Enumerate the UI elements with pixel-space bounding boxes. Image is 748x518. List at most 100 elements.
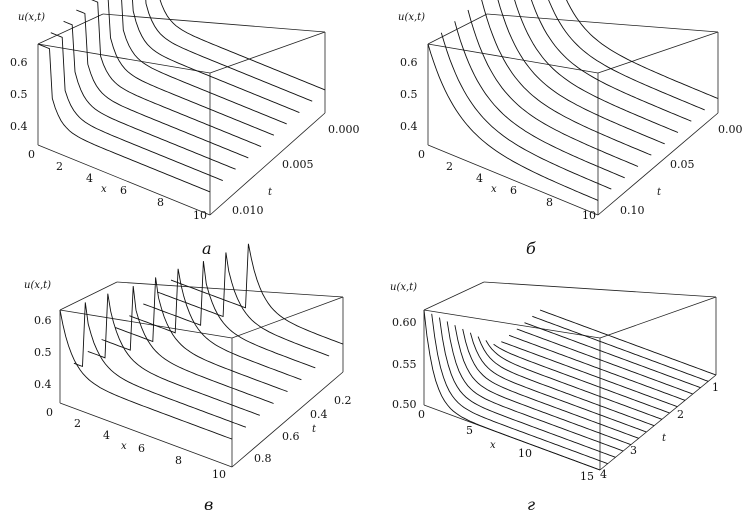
series-curve xyxy=(454,325,632,446)
series-curve xyxy=(493,343,670,414)
t-tick-label: 0.6 xyxy=(282,430,300,443)
series-curve xyxy=(454,21,625,179)
x-tick-label: 0 xyxy=(28,148,35,161)
series-curve xyxy=(566,0,719,99)
x-tick-label: 10 xyxy=(582,209,596,222)
x-tick-label: 0 xyxy=(418,408,425,421)
z-axis-label: u(x,t) xyxy=(24,280,51,291)
series-curve xyxy=(469,332,647,433)
series-curve xyxy=(514,0,679,133)
t-tick-label: 0.2 xyxy=(334,394,352,407)
x-tick-label: 5 xyxy=(466,424,473,437)
series-curve xyxy=(446,321,624,452)
x-tick-label: 8 xyxy=(157,196,164,209)
panel-b: u(x,t) 0.6 0.5 0.4 0 2 4 6 8 10 x 0.00 0… xyxy=(398,0,743,258)
series-curve xyxy=(59,309,233,440)
t-tick-label: 0.010 xyxy=(232,204,264,217)
t-tick-label: 0.00 xyxy=(718,123,743,136)
series-curve xyxy=(121,0,287,125)
series-curve xyxy=(548,0,705,111)
t-tick-label: 1 xyxy=(712,381,719,394)
series-curve xyxy=(107,0,275,136)
series-curve xyxy=(439,317,616,458)
x-tick-label: 2 xyxy=(446,160,453,173)
series-curve xyxy=(508,334,686,401)
series-curve xyxy=(477,336,655,427)
x-tick-label: 2 xyxy=(74,417,81,430)
z-tick-label: 0.6 xyxy=(10,56,28,69)
x-axis-label: x xyxy=(101,184,107,195)
z-tick-label: 0.4 xyxy=(34,378,52,391)
t-tick-label: 4 xyxy=(600,468,607,481)
series-curve xyxy=(427,43,599,201)
t-tick-label: 0.4 xyxy=(310,408,328,421)
x-tick-label: 10 xyxy=(518,447,532,460)
series-curve xyxy=(462,328,639,439)
z-tick-label: 0.4 xyxy=(10,120,28,133)
t-tick-label: 0.10 xyxy=(620,204,645,217)
x-tick-label: 15 xyxy=(580,470,594,483)
series-curve xyxy=(87,293,260,416)
x-tick-label: 0 xyxy=(418,148,425,161)
series-curve xyxy=(129,268,302,381)
x-tick-label: 10 xyxy=(193,209,207,222)
series-curve xyxy=(159,0,326,91)
z-axis-label: u(x,t) xyxy=(398,12,425,23)
z-axis-label: u(x,t) xyxy=(18,12,45,23)
series-curve xyxy=(91,0,262,148)
x-tick-label: 4 xyxy=(103,429,110,442)
z-tick-label: 0.4 xyxy=(400,120,418,133)
x-axis-label: x xyxy=(491,184,497,195)
x-tick-label: 6 xyxy=(138,442,145,455)
t-tick-label: 0.005 xyxy=(282,158,314,171)
series-curve xyxy=(501,341,678,408)
t-tick-label: 3 xyxy=(630,444,637,457)
x-tick-label: 2 xyxy=(56,160,63,173)
t-axis-label: t xyxy=(662,433,667,444)
x-axis-label: x xyxy=(121,441,127,452)
t-axis-label: t xyxy=(268,187,273,198)
x-tick-label: 4 xyxy=(476,172,483,185)
series-curve xyxy=(37,43,211,193)
series-curve xyxy=(50,32,223,182)
z-tick-label: 0.5 xyxy=(400,88,418,101)
series-curve xyxy=(63,20,236,170)
series-curve xyxy=(524,322,701,389)
panel-caption: в xyxy=(204,495,213,514)
panel-caption: б xyxy=(526,239,536,258)
panel-a: u(x,t) 0.6 0.5 0.4 0 2 4 6 8 10 x 0.000 … xyxy=(10,0,360,258)
series-curve xyxy=(76,9,249,159)
series-curve xyxy=(467,9,639,167)
x-tick-label: 8 xyxy=(175,454,182,467)
z-tick-label: 0.6 xyxy=(34,314,52,327)
z-tick-label: 0.6 xyxy=(400,56,418,69)
x-tick-label: 8 xyxy=(546,196,553,209)
series-curve xyxy=(539,309,717,376)
z-axis-label: u(x,t) xyxy=(390,282,417,293)
t-axis-label: t xyxy=(312,424,317,435)
series-curve xyxy=(481,0,652,156)
series-curve xyxy=(143,261,316,369)
z-tick-label: 0.55 xyxy=(392,358,417,371)
panel-v: u(x,t) 0.6 0.5 0.4 0 2 4 6 8 10 x 0.2 0.… xyxy=(24,243,352,514)
series-curve xyxy=(73,302,247,428)
x-tick-label: 4 xyxy=(86,172,93,185)
t-tick-label: 0.8 xyxy=(254,452,272,465)
x-tick-label: 0 xyxy=(46,406,53,419)
series-curve xyxy=(115,277,288,393)
panel-g: u(x,t) 0.60 0.55 0.50 0 5 10 15 x 1 2 3 … xyxy=(390,281,719,514)
t-axis-label: t xyxy=(657,187,662,198)
t-tick-label: 2 xyxy=(677,408,684,421)
x-tick-label: 10 xyxy=(212,468,226,481)
z-tick-label: 0.50 xyxy=(392,398,417,411)
series-curve xyxy=(440,32,612,190)
t-tick-label: 0.05 xyxy=(670,158,695,171)
x-tick-label: 6 xyxy=(510,184,517,197)
series-curve xyxy=(132,0,300,114)
series-curve xyxy=(497,0,665,145)
x-axis-label: x xyxy=(490,440,496,451)
series-curve xyxy=(170,243,344,345)
x-tick-label: 6 xyxy=(120,184,127,197)
z-tick-label: 0.5 xyxy=(34,346,52,359)
